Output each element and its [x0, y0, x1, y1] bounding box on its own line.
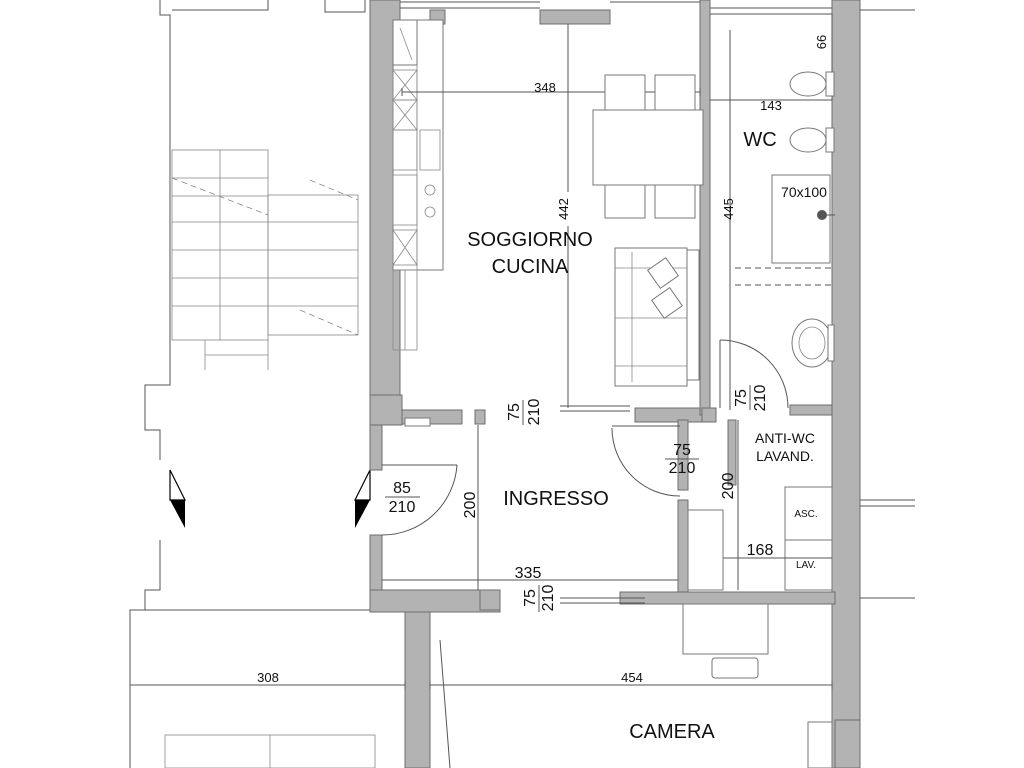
- svg-text:85: 85: [393, 480, 411, 497]
- door-camera: 75 210: [522, 585, 645, 612]
- antiwc-room: ANTI-WC LAVAND. 200 ASC. LAV. 168: [687, 420, 833, 591]
- kitchen-counter: [392, 19, 444, 351]
- wc-room: 143 66 WC 70x100 445 75 210: [710, 14, 835, 411]
- dim-width-soggiorno: 348: [401, 80, 701, 96]
- svg-text:200: 200: [720, 473, 737, 500]
- shower-label: 70x100: [781, 184, 827, 200]
- room-label-ingresso: INGRESSO: [503, 488, 609, 510]
- svg-text:200: 200: [462, 492, 479, 519]
- room-label-camera: CAMERA: [629, 721, 715, 743]
- svg-text:442: 442: [556, 198, 571, 220]
- svg-text:66: 66: [814, 35, 829, 49]
- room-label-antiwc: ANTI-WC: [755, 430, 815, 446]
- dining-table: [592, 74, 704, 219]
- room-label-lavand: LAVAND.: [756, 448, 814, 464]
- svg-text:143: 143: [760, 98, 782, 113]
- svg-text:75: 75: [506, 403, 523, 421]
- svg-text:210: 210: [389, 499, 416, 516]
- room-label-soggiorno: SOGGIORNO: [467, 229, 593, 251]
- svg-text:445: 445: [721, 198, 736, 220]
- svg-text:75: 75: [673, 442, 691, 459]
- room-label-wc: WC: [743, 129, 776, 151]
- svg-text:210: 210: [669, 460, 696, 477]
- camera-room: 454 308 CAMERA: [129, 603, 833, 768]
- svg-text:308: 308: [257, 670, 279, 685]
- door-soggiorno: 75 210: [506, 399, 630, 426]
- room-label-cucina: CUCINA: [492, 256, 569, 278]
- svg-text:75: 75: [522, 589, 539, 607]
- dim-height-soggiorno: 442: [554, 24, 574, 408]
- sofa: [614, 247, 700, 387]
- svg-text:348: 348: [534, 80, 556, 95]
- asc-label: ASC.: [794, 509, 817, 520]
- svg-text:210: 210: [540, 585, 557, 612]
- ingresso-room: 75 210 200 INGRESSO 335 85 210: [381, 417, 699, 590]
- svg-text:210: 210: [526, 399, 543, 426]
- lav-label: LAV.: [796, 560, 816, 571]
- windows: [400, 1, 915, 599]
- svg-text:454: 454: [621, 670, 643, 685]
- svg-text:168: 168: [747, 542, 774, 559]
- svg-text:75: 75: [733, 389, 750, 407]
- stairwell: [129, 0, 405, 768]
- svg-text:335: 335: [515, 565, 542, 582]
- svg-text:210: 210: [752, 385, 769, 412]
